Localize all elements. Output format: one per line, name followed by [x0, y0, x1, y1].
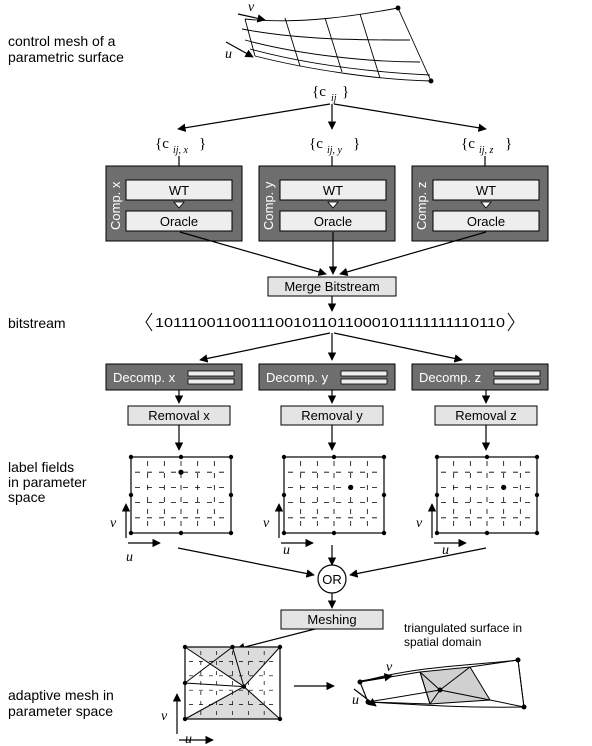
- grid-axes: [121, 503, 467, 548]
- svg-text:u: u: [283, 543, 290, 558]
- adaptive-mesh-illustration: [182, 644, 283, 722]
- adaptive-mesh-line2: parameter space: [8, 703, 113, 719]
- label-field-active-point: [348, 484, 354, 490]
- label-field-grid-x: [128, 454, 234, 536]
- comp-z-label: Comp. z: [414, 182, 429, 230]
- svg-text:}: }: [505, 136, 512, 152]
- oracle-label-y: Oracle: [314, 214, 352, 229]
- svg-text:{c: {c: [155, 136, 169, 152]
- oracle-label-z: Oracle: [467, 214, 505, 229]
- split-bitstream-arrows: [199, 332, 463, 363]
- svg-text:Removal z: Removal z: [455, 408, 516, 423]
- wt-box-y: [279, 179, 387, 201]
- removal-y: Removal y: [280, 405, 384, 426]
- svg-text:v: v: [416, 516, 423, 531]
- svg-text:v: v: [161, 709, 168, 724]
- oracle-box-z: [432, 210, 540, 232]
- label-field-active-point: [501, 484, 507, 490]
- wt-label-y: WT: [323, 183, 343, 198]
- comp-x-label: Comp. x: [108, 181, 123, 230]
- svg-text:{c: {c: [461, 136, 475, 152]
- control-mesh-label-line1: control mesh of a: [8, 33, 116, 49]
- split-arrows: [177, 103, 487, 132]
- wt-box-x: [125, 179, 233, 201]
- svg-text:{c: {c: [309, 136, 323, 152]
- label-fields-line2: in parameter: [8, 474, 87, 490]
- oracle-box-y: [279, 210, 387, 232]
- svg-text:u: u: [185, 732, 192, 746]
- decomp-y-label: Decomp. y: [266, 370, 329, 385]
- mesh-direction-arrows: v u: [225, 0, 266, 62]
- bitstream-brackets: [145, 312, 515, 332]
- meshing-box: [280, 609, 384, 630]
- merge-bitstream-label: Merge Bitstream: [284, 279, 379, 294]
- decomp-block-z: Decomp. z: [411, 363, 549, 391]
- control-mesh-label-line2: parametric surface: [8, 49, 124, 65]
- bitstream-label: bitstream: [8, 315, 66, 331]
- svg-text:{c: {c: [312, 84, 326, 100]
- svg-text:Removal y: Removal y: [301, 408, 363, 423]
- decomp-block-y: Decomp. y: [258, 363, 396, 391]
- wt-label-x: WT: [169, 183, 189, 198]
- svg-text:Removal x: Removal x: [148, 408, 210, 423]
- control-mesh-illustration: [241, 5, 434, 84]
- svg-text:}: }: [199, 136, 206, 152]
- decomp-x-label: Decomp. x: [113, 370, 176, 385]
- removal-z: Removal z: [434, 405, 538, 426]
- triangulated-line2: spatial domain: [404, 635, 481, 649]
- merge-arrows: [179, 231, 487, 276]
- label-field-grid-y: [281, 454, 387, 536]
- component-set-z: {c ij, z }: [461, 136, 512, 156]
- svg-text:u: u: [352, 693, 359, 708]
- or-label: OR: [322, 572, 342, 587]
- component-set-x: {c ij, x }: [155, 136, 206, 156]
- label-fields-line1: label fields: [8, 459, 74, 475]
- svg-text:}: }: [342, 84, 349, 100]
- removal-x: Removal x: [127, 405, 231, 426]
- v-axis-label: v: [248, 0, 255, 15]
- svg-text:v: v: [386, 660, 393, 675]
- svg-text:v: v: [110, 516, 117, 531]
- label-fields-line3: space: [8, 489, 46, 505]
- component-set-y: {c ij, y }: [309, 136, 360, 156]
- svg-text:u: u: [442, 543, 449, 558]
- meshing-label: Meshing: [307, 612, 356, 627]
- adaptive-axes: [172, 693, 214, 745]
- comp-block-x: Comp. x WT Oracle: [105, 165, 243, 242]
- triangulated-surface-illustration: [357, 657, 527, 710]
- decomp-block-x: Decomp. x: [105, 363, 243, 391]
- adaptive-mesh-line1: adaptive mesh in: [8, 687, 114, 703]
- or-arrows: [177, 545, 487, 578]
- svg-text:}: }: [353, 136, 360, 152]
- oracle-box-x: [125, 210, 233, 232]
- svg-text:ij: ij: [331, 93, 337, 104]
- svg-text:ij, z: ij, z: [479, 145, 494, 156]
- wt-label-z: WT: [476, 183, 496, 198]
- triangulated-line1: triangulated surface in: [404, 621, 522, 635]
- surface-axes: [353, 673, 393, 707]
- comp-block-z: Comp. z WT Oracle: [411, 165, 549, 242]
- comp-block-y: Comp. y WT Oracle: [258, 165, 396, 242]
- u-axis-label: u: [225, 47, 232, 62]
- svg-text:u: u: [126, 550, 133, 565]
- label-field-grid-z: [434, 454, 540, 536]
- oracle-label-x: Oracle: [160, 214, 198, 229]
- svg-text:ij, x: ij, x: [173, 145, 189, 156]
- control-points-set: {c ij }: [312, 84, 349, 104]
- bitstream-value: 1011100110011100101101100010111111111011…: [155, 315, 505, 330]
- svg-text:v: v: [263, 516, 270, 531]
- label-field-active-point: [178, 469, 184, 475]
- decomp-z-label: Decomp. z: [419, 370, 481, 385]
- comp-y-label: Comp. y: [261, 181, 276, 230]
- wt-box-z: [432, 179, 540, 201]
- svg-text:ij, y: ij, y: [327, 145, 343, 156]
